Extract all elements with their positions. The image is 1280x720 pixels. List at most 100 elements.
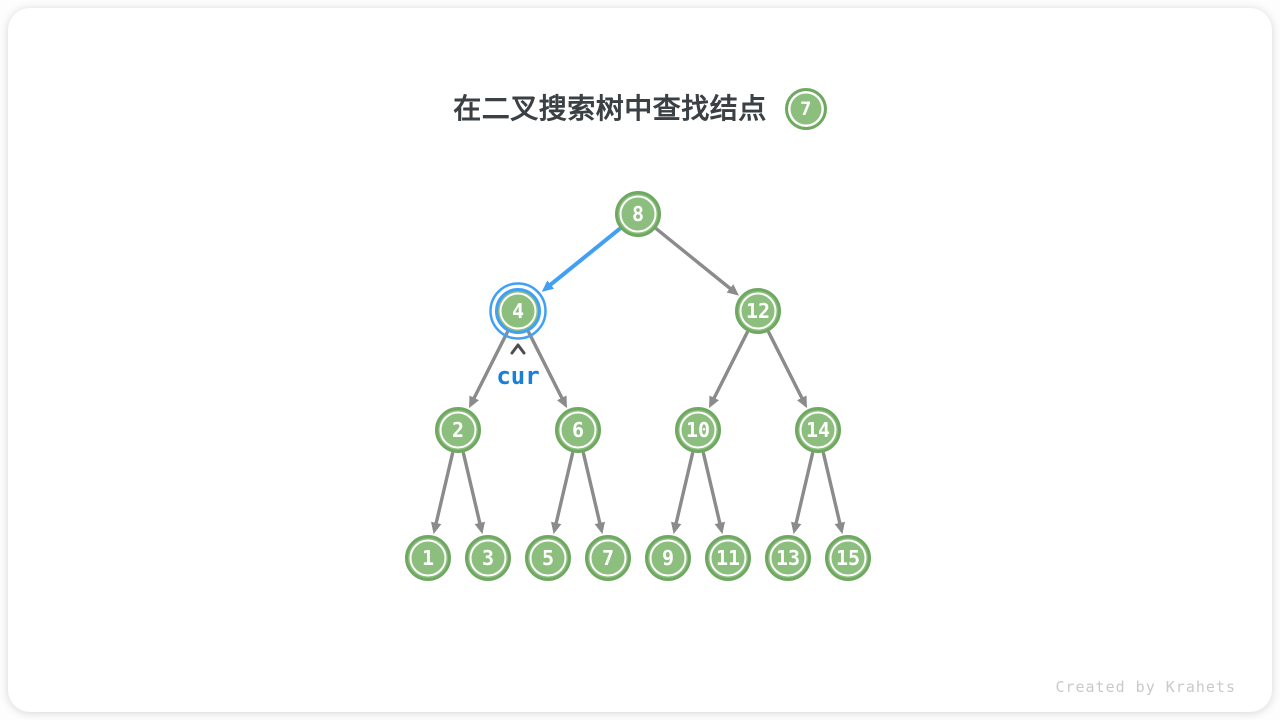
node-value: 7 — [602, 546, 614, 570]
tree-node-11: 11 — [705, 535, 751, 581]
tree-node-13: 13 — [765, 535, 811, 581]
edge-arrowhead — [791, 521, 802, 535]
node-value: 8 — [632, 202, 644, 226]
node-inner-ring — [679, 411, 717, 449]
node-circle — [585, 535, 631, 581]
node-inner-ring — [709, 539, 747, 577]
node-value: 6 — [572, 418, 584, 442]
node-circle — [765, 535, 811, 581]
node-value: 1 — [422, 546, 434, 570]
tree-node-3: 3 — [465, 535, 511, 581]
node-inner-ring — [409, 539, 447, 577]
edge-line — [794, 451, 815, 527]
edge-arrowhead — [797, 395, 807, 409]
edge-12-10 — [709, 330, 749, 409]
edge-6-7 — [581, 451, 605, 535]
tree-node-1: 1 — [405, 535, 451, 581]
tree-node-8: 8 — [615, 191, 661, 237]
edge-arrowhead — [474, 521, 485, 535]
node-circle — [735, 288, 781, 334]
tree-node-9: 9 — [645, 535, 691, 581]
edge-6-5 — [551, 451, 575, 535]
edge-arrowhead — [726, 284, 739, 296]
edge-arrowhead — [469, 395, 479, 409]
node-inner-ring — [619, 195, 657, 233]
node-inner-ring — [829, 539, 867, 577]
edge-2-3 — [461, 451, 485, 535]
edge-2-1 — [431, 451, 455, 535]
edge-arrowhead — [541, 280, 554, 292]
node-circle — [825, 535, 871, 581]
tree-node-4: 4 — [489, 282, 547, 340]
edge-arrowhead — [551, 521, 562, 535]
node-inner-ring — [469, 539, 507, 577]
node-inner-ring — [529, 539, 567, 577]
node-value: 12 — [746, 299, 770, 323]
node-value: 9 — [662, 546, 674, 570]
highlight-ring — [489, 282, 547, 340]
watermark-credit: Created by Krahets — [1055, 678, 1236, 696]
edge-line — [581, 451, 602, 527]
edge-10-11 — [701, 451, 725, 535]
edge-8-4 — [541, 227, 622, 292]
cursor-annotation: cur — [496, 343, 540, 390]
node-circle — [615, 191, 661, 237]
diagram-card — [8, 8, 1272, 712]
node-circle — [465, 535, 511, 581]
node-circle — [495, 288, 541, 334]
tree-node-7: 7 — [585, 535, 631, 581]
node-circle — [705, 535, 751, 581]
edge-line — [471, 330, 509, 402]
edge-arrowhead — [709, 395, 719, 409]
edge-8-12 — [654, 227, 739, 296]
node-inner-ring — [769, 539, 807, 577]
tree-node-12: 12 — [735, 288, 781, 334]
title-row: 在二叉搜索树中查找结点 7 — [0, 86, 1280, 132]
node-inner-ring — [439, 411, 477, 449]
tree-node-5: 5 — [525, 535, 571, 581]
node-circle — [645, 535, 691, 581]
node-value: 11 — [716, 546, 740, 570]
edge-line — [654, 227, 734, 292]
node-value: 14 — [806, 418, 830, 442]
node-circle — [675, 407, 721, 453]
tree-node-2: 2 — [435, 407, 481, 453]
node-inner-ring — [799, 411, 837, 449]
edge-line — [554, 451, 575, 527]
edge-line — [767, 330, 805, 402]
edge-arrowhead — [594, 521, 605, 535]
node-circle — [795, 407, 841, 453]
target-node-badge: 7 — [784, 88, 827, 130]
tree-node-15: 15 — [825, 535, 871, 581]
diagram-title: 在二叉搜索树中查找结点 — [453, 92, 767, 125]
node-inner-ring — [739, 292, 777, 330]
edge-arrowhead — [557, 395, 567, 409]
cursor-label: cur — [496, 362, 539, 390]
edge-line — [821, 451, 842, 527]
edge-line — [674, 451, 695, 527]
node-inner-ring — [499, 292, 537, 330]
edge-arrowhead — [714, 521, 725, 535]
node-inner-ring — [649, 539, 687, 577]
node-value: 10 — [686, 418, 710, 442]
edge-arrowhead — [431, 521, 442, 535]
node-value: 4 — [512, 299, 524, 323]
edge-14-13 — [791, 451, 815, 535]
node-circle — [435, 407, 481, 453]
edge-line — [527, 330, 565, 402]
edge-12-14 — [767, 330, 807, 409]
cursor-caret — [510, 343, 526, 355]
node-value: 3 — [482, 546, 494, 570]
node-value: 2 — [452, 418, 464, 442]
edge-line — [461, 451, 482, 527]
edge-line — [547, 227, 622, 288]
tree-node-6: 6 — [555, 407, 601, 453]
node-value: 13 — [776, 546, 800, 570]
edge-line — [434, 451, 455, 527]
tree-node-14: 14 — [795, 407, 841, 453]
node-value: 5 — [542, 546, 554, 570]
node-circle — [555, 407, 601, 453]
edge-14-15 — [821, 451, 845, 535]
